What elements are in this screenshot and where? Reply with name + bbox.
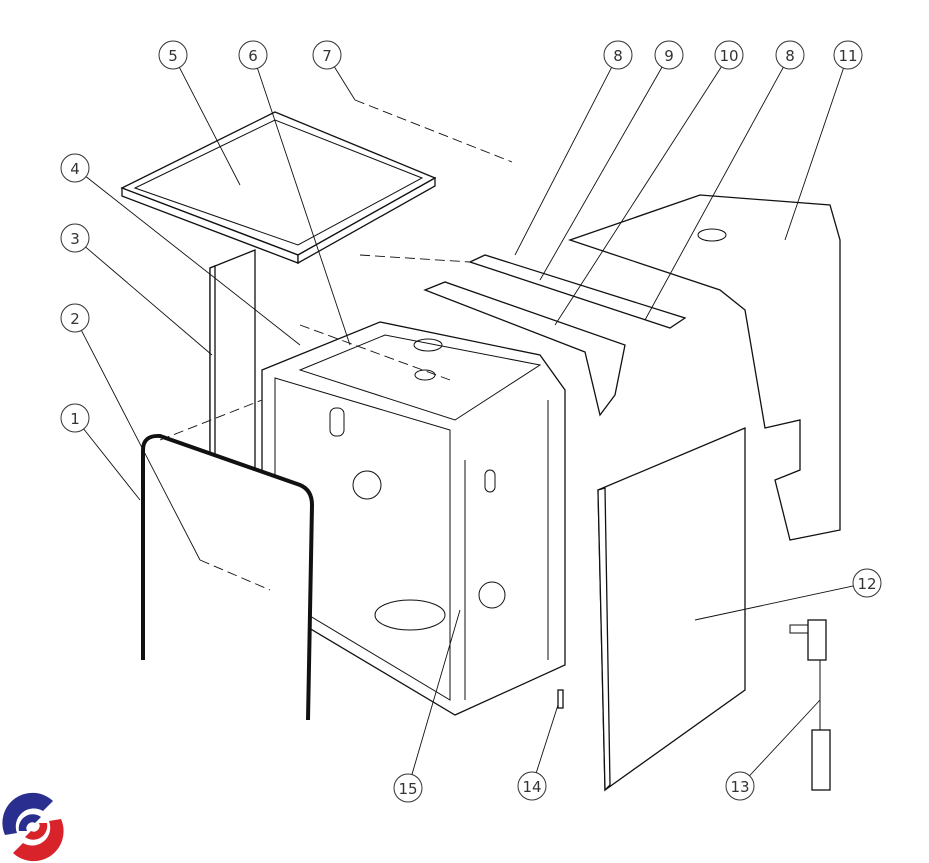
callout-circle xyxy=(238,40,268,70)
tub-body-part xyxy=(261,321,566,716)
leader-line xyxy=(539,66,663,281)
callout-number: 8 xyxy=(613,47,623,65)
callout-11: 11 xyxy=(833,40,863,70)
brand-logo xyxy=(2,792,64,862)
callout-5: 5 xyxy=(158,40,188,70)
callout-number: 3 xyxy=(70,230,80,248)
callout-circle xyxy=(725,771,755,801)
callout-circle xyxy=(60,303,90,333)
callout-circle xyxy=(312,40,342,70)
callout-10: 10 xyxy=(714,40,744,70)
leader-lines xyxy=(81,66,854,777)
callout-number: 4 xyxy=(70,160,80,178)
callout-circle xyxy=(60,403,90,433)
callout-6: 6 xyxy=(238,40,268,70)
leader-line xyxy=(179,67,241,186)
rear-rail-part xyxy=(423,254,687,417)
callout-circle xyxy=(517,771,547,801)
callout-2: 2 xyxy=(60,303,90,333)
callout-number: 5 xyxy=(168,47,178,65)
callout-circle xyxy=(158,40,188,70)
callout-13: 13 xyxy=(725,771,755,801)
leader-line xyxy=(694,585,854,621)
callout-number: 2 xyxy=(70,310,80,328)
callout-circle xyxy=(393,773,423,803)
callout-circle xyxy=(775,40,805,70)
leader-line xyxy=(81,330,201,561)
leader-line xyxy=(514,67,612,256)
callout-number: 6 xyxy=(248,47,258,65)
top-cover-part xyxy=(120,111,437,265)
leader-line xyxy=(85,246,213,356)
insulation-blanket-part xyxy=(567,194,841,541)
power-cord-part xyxy=(789,619,831,791)
callout-circle xyxy=(852,568,882,598)
callout-8: 8 xyxy=(603,40,633,70)
callout-number: 9 xyxy=(664,47,674,65)
leader-line xyxy=(554,66,722,326)
callout-number: 13 xyxy=(730,778,749,796)
callout-8: 8 xyxy=(775,40,805,70)
leader-line xyxy=(535,704,559,773)
callout-number: 14 xyxy=(522,778,541,796)
callout-12: 12 xyxy=(852,568,882,598)
callout-4: 4 xyxy=(60,153,90,183)
door-gasket-part xyxy=(141,433,315,721)
leader-line xyxy=(411,609,461,775)
callout-circle xyxy=(833,40,863,70)
callout-3: 3 xyxy=(60,223,90,253)
callout-number: 12 xyxy=(857,575,876,593)
callout-14: 14 xyxy=(517,771,547,801)
callout-9: 9 xyxy=(654,40,684,70)
leader-line xyxy=(749,699,821,777)
callout-number: 1 xyxy=(70,410,80,428)
callout-15: 15 xyxy=(393,773,423,803)
leader-line xyxy=(83,428,141,501)
callout-number: 7 xyxy=(322,47,332,65)
callout-1: 1 xyxy=(60,403,90,433)
callout-number: 11 xyxy=(838,47,857,65)
callout-circle xyxy=(60,223,90,253)
callout-circle xyxy=(654,40,684,70)
callout-circle xyxy=(60,153,90,183)
leader-line xyxy=(334,66,356,101)
alignment-lines xyxy=(159,99,513,591)
callout-number: 15 xyxy=(398,780,417,798)
leader-line xyxy=(85,176,301,346)
side-panel-right-part xyxy=(597,427,746,792)
screw-part xyxy=(557,689,564,709)
callout-number: 10 xyxy=(719,47,738,65)
leader-line xyxy=(644,67,784,321)
leader-line xyxy=(257,68,351,346)
callout-circle xyxy=(714,40,744,70)
callout-circle xyxy=(603,40,633,70)
callout-number: 8 xyxy=(785,47,795,65)
leader-line xyxy=(784,68,844,241)
callout-7: 7 xyxy=(312,40,342,70)
